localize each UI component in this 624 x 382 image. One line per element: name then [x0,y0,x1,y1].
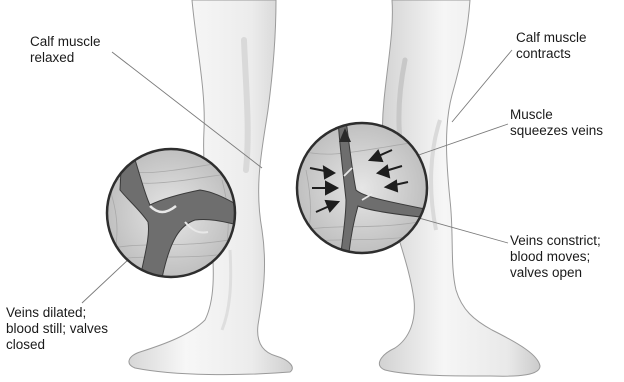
label-muscle-squeezes: Muscle squeezes veins [510,107,603,139]
label-calf-relaxed: Calf muscle relaxed [30,34,101,66]
label-veins-constrict: Veins constrict; blood moves; valves ope… [510,233,601,281]
label-veins-dilated: Veins dilated; blood still; valves close… [6,305,108,353]
label-calf-contracts: Calf muscle contracts [516,30,587,62]
